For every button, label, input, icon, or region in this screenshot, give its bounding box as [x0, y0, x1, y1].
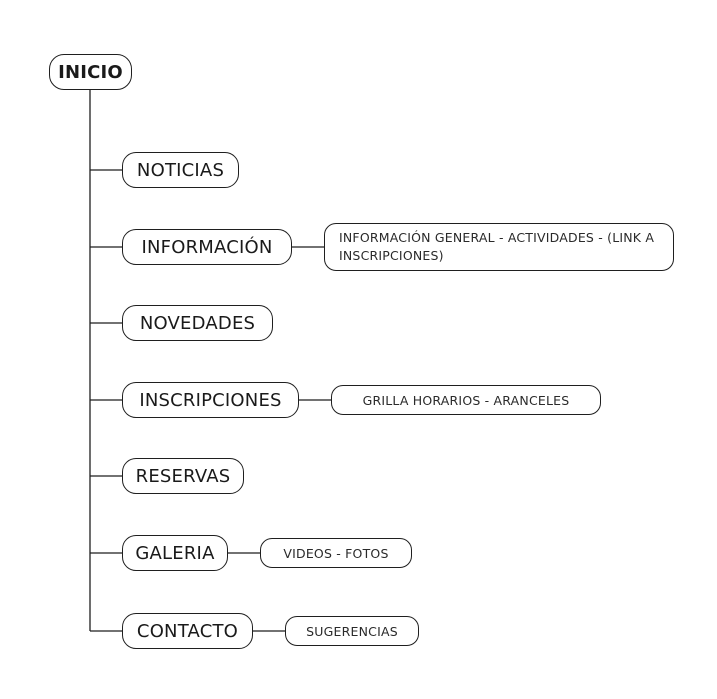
detail-contacto: SUGERENCIAS [285, 616, 419, 646]
detail-inscripciones: GRILLA HORARIOS - ARANCELES [331, 385, 601, 415]
node-noticias[interactable]: NOTICIAS [122, 152, 239, 188]
node-reservas[interactable]: RESERVAS [122, 458, 244, 494]
node-galeria[interactable]: GALERIA [122, 535, 228, 571]
detail-informacion: INFORMACIÓN GENERAL - ACTIVIDADES - (LIN… [324, 223, 674, 271]
node-informacion[interactable]: INFORMACIÓN [122, 229, 292, 265]
detail-galeria: VIDEOS - FOTOS [260, 538, 412, 568]
node-contacto[interactable]: CONTACTO [122, 613, 253, 649]
node-inscripciones[interactable]: INSCRIPCIONES [122, 382, 299, 418]
node-novedades[interactable]: NOVEDADES [122, 305, 273, 341]
root-node-inicio[interactable]: INICIO [49, 54, 132, 90]
